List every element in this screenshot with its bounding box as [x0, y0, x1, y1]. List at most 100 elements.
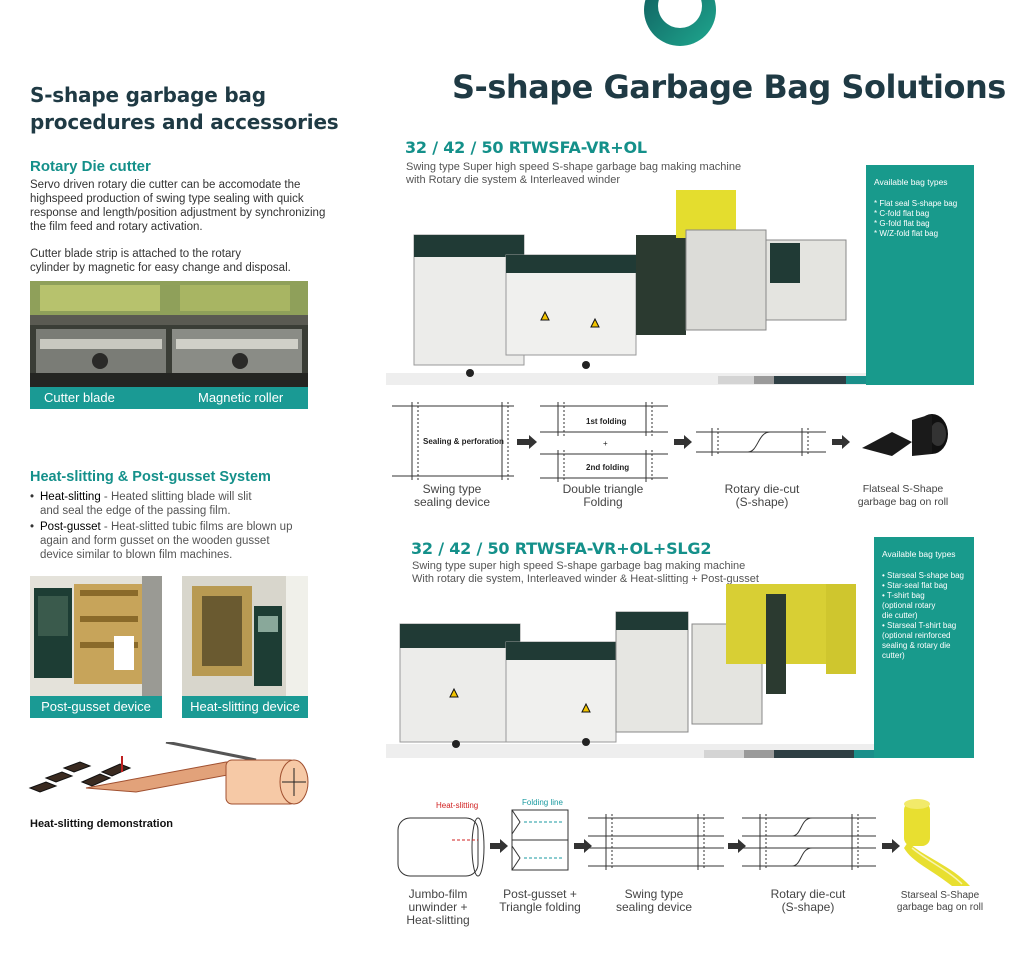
heat-slitting-caption-bar: Heat-slitting device	[182, 696, 308, 718]
stripe	[704, 750, 744, 758]
rotary-photo: Cutter blade Magnetic roller	[30, 281, 308, 409]
bullet-text: - Heat-slitted tubic films are blown up	[100, 521, 293, 533]
label-line: Rotary die-cut	[724, 482, 800, 496]
machine1-subtitle: Swing type Super high speed S-shape garb…	[406, 161, 741, 187]
machine2-subtitle: Swing type super high speed S-shape garb…	[412, 560, 759, 586]
black-bag-roll-icon	[862, 414, 948, 456]
rotary-p1-line: response and length/position adjustment …	[30, 207, 326, 219]
second-fold-text: 2nd folding	[586, 463, 629, 472]
process1-label-diecut: Rotary die-cut (S-shape)	[712, 483, 812, 509]
plus-text: +	[603, 439, 608, 448]
folding-line-text: Folding line	[522, 798, 563, 807]
bullet-term: Post-gusset	[40, 521, 101, 533]
label-line: Starseal S-Shape	[900, 890, 980, 901]
stripe	[744, 750, 774, 758]
process2-label-diecut: Rotary die-cut (S-shape)	[758, 888, 858, 914]
bullet-text: and seal the edge of the passing film.	[40, 505, 231, 517]
stripe	[754, 376, 774, 384]
rotary-para2: Cutter blade strip is attached to the ro…	[30, 247, 340, 275]
caption-cutter-blade: Cutter blade	[44, 390, 115, 405]
bag-types-heading: Available bag types	[882, 549, 956, 559]
bag-type-item: * Flat seal S-shape bag	[874, 199, 958, 208]
label-line: sealing device	[413, 495, 491, 509]
machine2-sub-line: With rotary die system, Interleaved wind…	[412, 573, 759, 585]
yellow-bag-roll-icon	[904, 799, 970, 886]
bullet-term: Heat-slitting	[40, 491, 101, 503]
process2-label-sealing: Swing type sealing device	[604, 888, 704, 914]
bullet-text: - Heated slitting blade will slit	[100, 491, 252, 503]
stripe	[718, 376, 754, 384]
bullet-heat-slitting: Heat-slitting - Heated slitting blade wi…	[30, 490, 330, 518]
bag-type-item: • T-shirt bag	[882, 591, 925, 600]
bag-type-item: (optional rotary	[882, 601, 936, 610]
process2-label-jumbo: Jumbo-film unwinder + Heat-slitting	[396, 888, 480, 927]
label-line: Rotary die-cut	[770, 887, 846, 901]
post-gusset-photo: Post-gusset device	[30, 576, 162, 718]
bag-type-item: • Starseal S-shape bag	[882, 571, 964, 580]
label-line: Post-gusset +	[503, 887, 577, 901]
demo-caption: Heat-slitting demonstration	[30, 818, 174, 830]
bag-type-item: • Star-seal flat bag	[882, 581, 948, 590]
label-line: sealing device	[615, 900, 693, 914]
heat-heading: Heat-slitting & Post-gusset System	[30, 469, 271, 485]
stripe	[774, 750, 854, 758]
stripe	[846, 376, 866, 384]
sealing-text: Sealing & perforation	[423, 437, 504, 446]
rotary-para1: Servo driven rotary die cutter can be ac…	[30, 178, 340, 234]
machine2-sub-line: Swing type super high speed S-shape garb…	[412, 560, 746, 572]
label-line: Flatseal S-Shape	[862, 483, 944, 495]
machine1-sub-line: Swing type Super high speed S-shape garb…	[406, 161, 742, 173]
process2-diagram: Heat-slitting Folding line	[392, 796, 992, 886]
machine1-model: 32 / 42 / 50 RTWSFA-VR+OL	[405, 138, 647, 157]
process2-label-gusset: Post-gusset + Triangle folding	[490, 888, 590, 914]
label-line: Swing type	[422, 482, 482, 496]
bullet-text: device similar to blown film machines.	[40, 549, 233, 561]
rotary-p2-line: Cutter blade strip is attached to the ro…	[30, 248, 241, 260]
rotary-caption-bar: Cutter blade Magnetic roller	[30, 387, 308, 409]
stripe	[774, 376, 846, 384]
machine2-image	[386, 584, 874, 758]
label-line: Jumbo-film	[408, 887, 468, 901]
bullet-text: again and form gusset on the wooden guss…	[40, 535, 270, 547]
machine1-sub-line: with Rotary die system & Interleaved win…	[406, 174, 620, 186]
label-line: (S-shape)	[735, 495, 789, 509]
process1-label-bag: Flatseal S-Shape garbage bag on roll	[848, 483, 958, 509]
label-line: unwinder +	[408, 900, 468, 914]
left-title: S-shape garbage bag procedures and acces…	[30, 82, 339, 136]
heat-slitting-diagram	[26, 740, 316, 822]
machine2-bag-types: Available bag types • Starseal S-shape b…	[874, 537, 974, 758]
label-line: garbage bag on roll	[896, 902, 984, 913]
label-line: Double triangle	[562, 482, 644, 496]
rotary-p1-line: Servo driven rotary die cutter can be ac…	[30, 179, 301, 191]
bullet-post-gusset: Post-gusset - Heat-slitted tubic films a…	[30, 520, 330, 562]
first-fold-text: 1st folding	[586, 417, 627, 426]
process1-label-sealing: Swing type sealing device	[402, 483, 502, 509]
stripe	[854, 750, 874, 758]
label-line: (S-shape)	[781, 900, 835, 914]
bag-type-item: * G-fold flat bag	[874, 219, 930, 228]
rotary-heading: Rotary Die cutter	[30, 158, 151, 175]
main-title: S-shape Garbage Bag Solutions	[452, 68, 1006, 106]
caption-heat-slitting: Heat-slitting device	[190, 699, 300, 714]
label-line: garbage bag on roll	[857, 496, 949, 508]
rotary-p2-line: cylinder by magnetic for easy change and…	[30, 262, 291, 274]
post-gusset-caption-bar: Post-gusset device	[30, 696, 162, 718]
bag-types-heading: Available bag types	[874, 177, 948, 187]
machine2-model: 32 / 42 / 50 RTWSFA-VR+OL+SLG2	[411, 539, 712, 558]
bag-type-item: sealing & rotary die	[882, 641, 951, 650]
label-line: Triangle folding	[499, 900, 581, 914]
process1-diagram: Sealing & perforation 1st folding + 2nd …	[392, 398, 962, 488]
logo-ring	[636, 0, 724, 56]
heat-slitting-text: Heat-slitting	[436, 801, 478, 810]
heat-bullets: Heat-slitting - Heated slitting blade wi…	[30, 490, 330, 564]
caption-magnetic-roller: Magnetic roller	[198, 390, 284, 405]
machine1-bag-types: Available bag types * Flat seal S-shape …	[866, 165, 974, 385]
process2-label-bag: Starseal S-Shape garbage bag on roll	[886, 890, 994, 914]
rotary-p1-line: highspeed production of swing type seali…	[30, 193, 304, 205]
left-title-line2: procedures and accessories	[30, 110, 339, 134]
label-line: Heat-slitting	[406, 913, 470, 927]
heat-slitting-photo: Heat-slitting device	[182, 576, 308, 718]
bag-type-item: * W/Z-fold flat bag	[874, 229, 939, 238]
bag-type-item: * C-fold flat bag	[874, 209, 930, 218]
left-title-line1: S-shape garbage bag	[30, 83, 266, 107]
